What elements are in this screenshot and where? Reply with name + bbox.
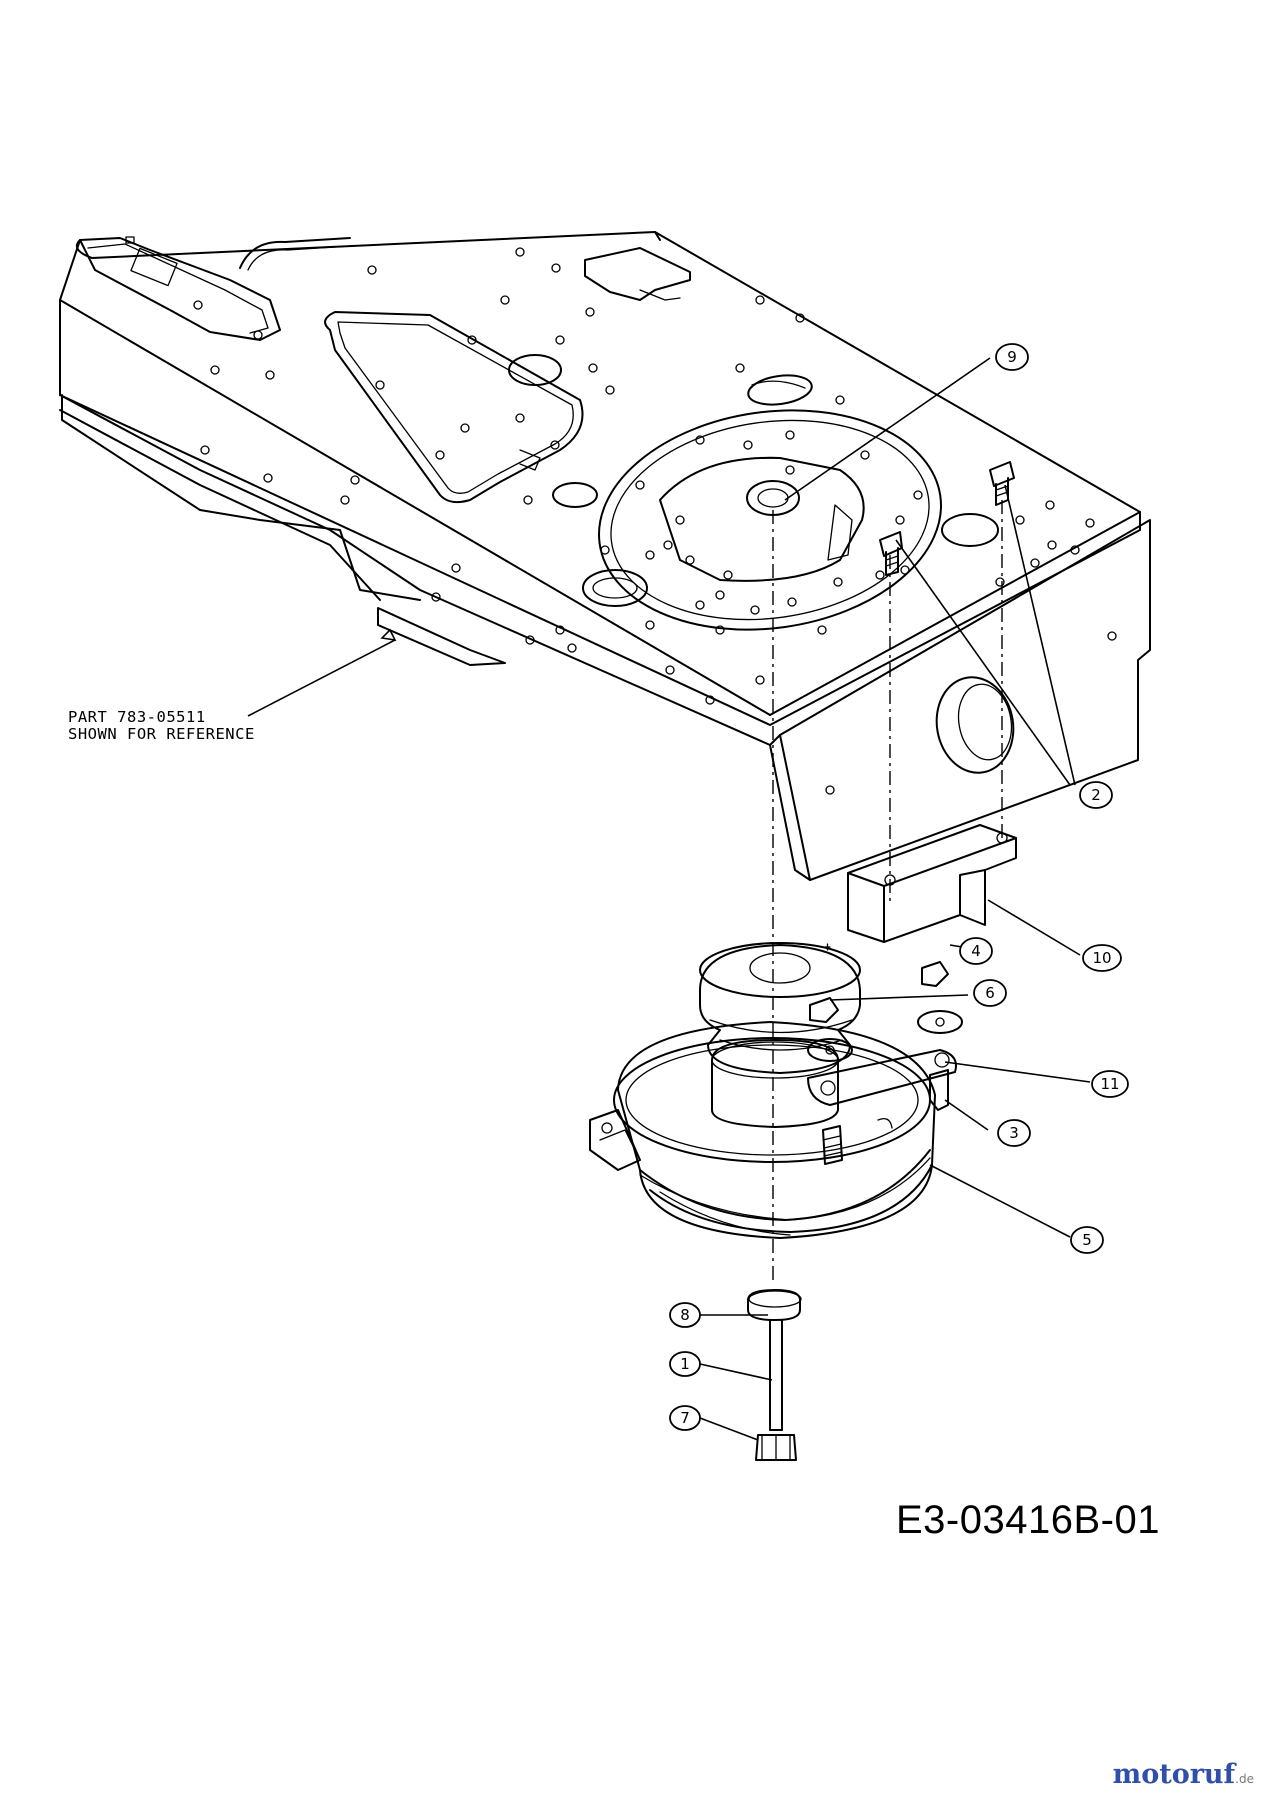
watermark-tld: .de <box>1235 1772 1254 1786</box>
callout-2-label: 2 <box>1091 786 1101 804</box>
callout-7-label: 7 <box>680 1409 690 1427</box>
callout-9-label: 9 <box>1007 348 1017 366</box>
reference-note: PART 783-05511 SHOWN FOR REFERENCE <box>68 709 255 743</box>
reference-note-line1: PART 783-05511 <box>68 708 206 726</box>
callout-5-label: 5 <box>1082 1231 1092 1249</box>
diagram-number: E3-03416B-01 <box>896 1498 1160 1542</box>
callout-1-label: 1 <box>680 1355 690 1373</box>
callout-3: 3 <box>997 1119 1031 1147</box>
idler-bracket <box>847 824 1017 943</box>
site-watermark-logo: motoruf.de <box>1113 1759 1254 1790</box>
callout-9: 9 <box>995 343 1029 371</box>
spindle-hardware <box>747 1289 802 1461</box>
callout-6-label: 6 <box>985 984 995 1002</box>
callout-10-label: 10 <box>1092 949 1111 967</box>
callout-8: 8 <box>669 1302 701 1328</box>
callout-5: 5 <box>1070 1226 1104 1254</box>
frame-chassis <box>59 231 1151 881</box>
callout-8-label: 8 <box>680 1306 690 1324</box>
frame-mount-plate <box>598 409 942 631</box>
callout-2: 2 <box>1079 781 1113 809</box>
frame-holes <box>193 247 1117 795</box>
frame-bolts <box>879 461 1015 576</box>
brake-arm-hardware <box>807 961 963 1111</box>
callout-11-label: 11 <box>1100 1075 1119 1093</box>
callout-1: 1 <box>669 1351 701 1377</box>
watermark-name: motoruf <box>1112 1759 1236 1790</box>
callout-7: 7 <box>669 1405 701 1431</box>
callout-10: 10 <box>1082 944 1122 972</box>
callout-leaders <box>247 357 1091 1441</box>
callout-11: 11 <box>1091 1070 1129 1098</box>
callout-4: 4 <box>959 937 993 965</box>
callout-4-label: 4 <box>971 942 981 960</box>
reference-note-line2: SHOWN FOR REFERENCE <box>68 725 255 743</box>
callout-6: 6 <box>973 979 1007 1007</box>
center-lines <box>772 500 1003 1285</box>
callout-3-label: 3 <box>1009 1124 1019 1142</box>
